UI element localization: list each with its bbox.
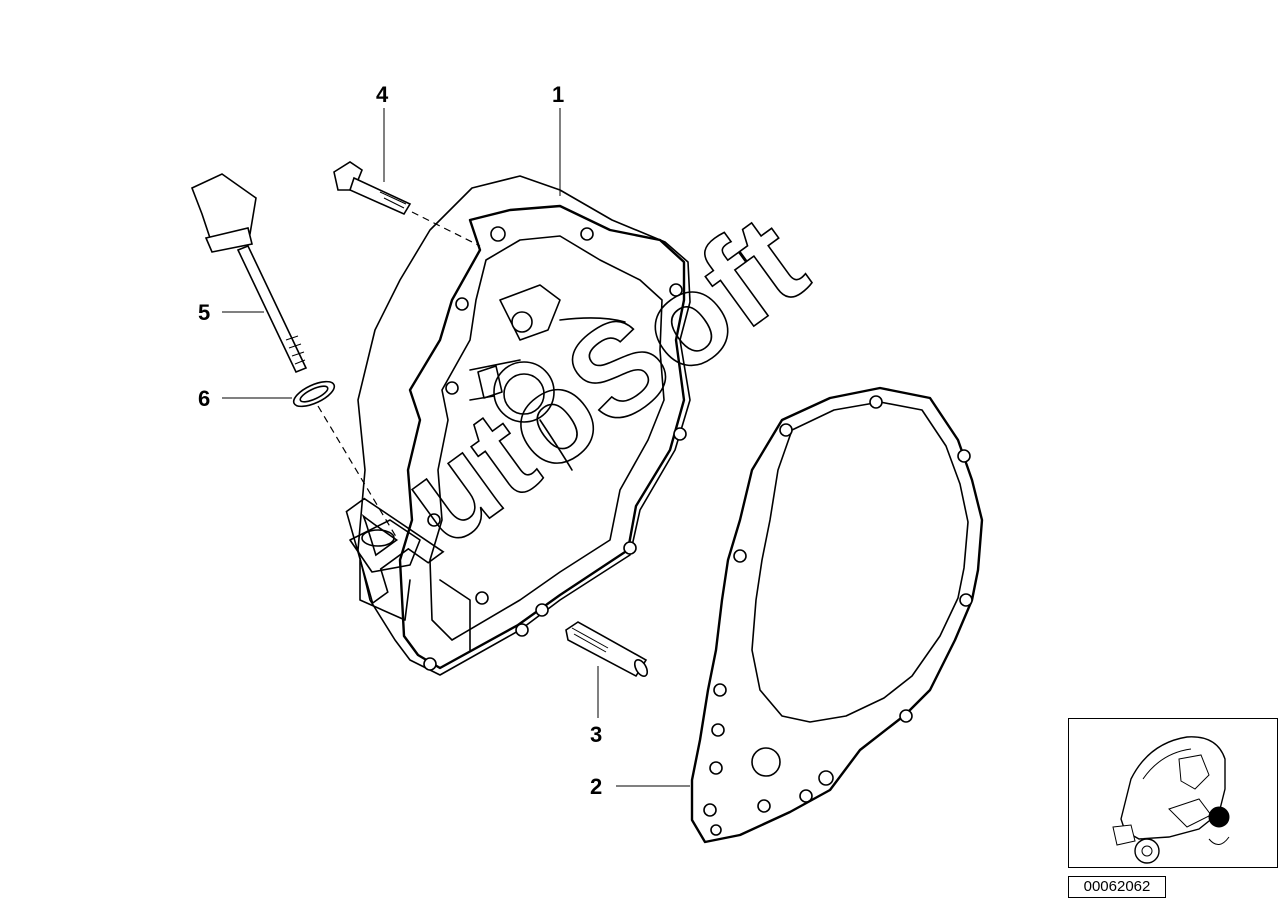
callout-1: 1	[552, 82, 564, 107]
callout-6: 6	[198, 386, 210, 411]
leader-lines	[222, 108, 690, 787]
dipstick-assembly-line	[317, 405, 399, 541]
callout-3: 3	[590, 722, 602, 747]
diagram-reference-number: 00062062	[1068, 876, 1166, 898]
gasket-part-2[interactable]	[690, 386, 984, 844]
dowel-pin-part-3[interactable]	[565, 621, 650, 678]
sealing-ring-part-6[interactable]	[290, 377, 337, 412]
scooter-silhouette-icon	[1112, 736, 1230, 864]
engine-cover-part-1[interactable]	[349, 175, 691, 676]
vehicle-reference-thumbnail	[1068, 718, 1278, 868]
callout-4: 4	[376, 82, 389, 107]
watermark-text: AutoSoft	[301, 187, 831, 628]
callout-5: 5	[198, 300, 210, 325]
bolt-assembly-line	[411, 211, 481, 247]
callout-2: 2	[590, 774, 602, 799]
oil-dipstick-part-5[interactable]	[190, 173, 308, 374]
bolt-part-4[interactable]	[333, 161, 412, 216]
